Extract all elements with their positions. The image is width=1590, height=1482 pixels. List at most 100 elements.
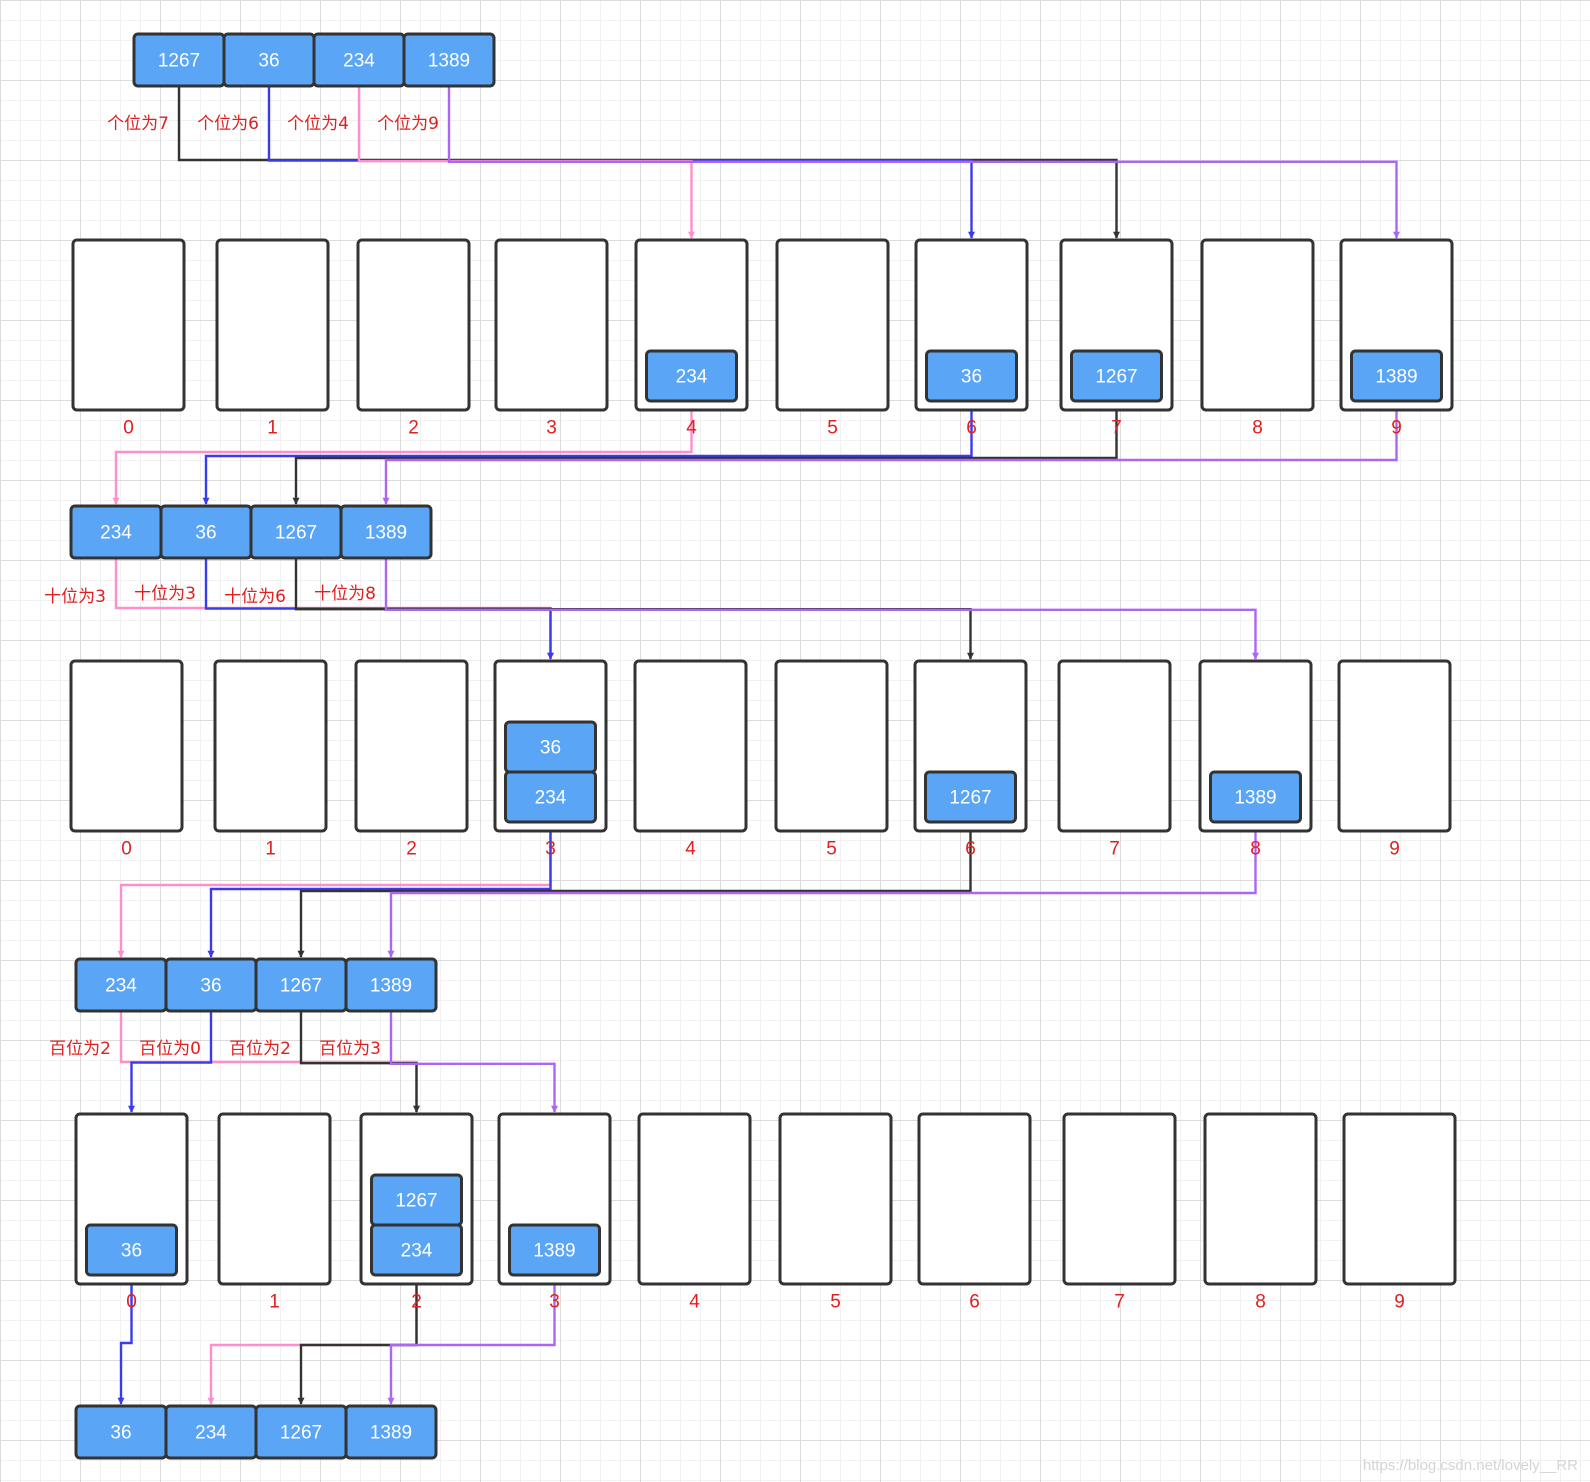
bucket-index-label: 3 bbox=[546, 418, 557, 439]
distribution-arrow bbox=[384, 558, 1259, 660]
array-cell bbox=[339, 504, 433, 560]
bucket-0 bbox=[69, 659, 184, 833]
bucket-1 bbox=[217, 1112, 332, 1286]
digit-label: 个位为7 bbox=[107, 114, 169, 134]
bucket-index-label: 2 bbox=[406, 839, 417, 860]
bucket-4 bbox=[633, 659, 748, 833]
bucket-index-label: 1 bbox=[265, 839, 276, 860]
bucket-4 bbox=[637, 1112, 752, 1286]
distribution-arrow bbox=[294, 558, 974, 660]
bucket-index-label: 4 bbox=[685, 839, 696, 860]
digit-label: 十位为3 bbox=[44, 587, 106, 607]
bucket-index-label: 2 bbox=[411, 1292, 422, 1313]
array-cell-value: 1389 bbox=[370, 1423, 412, 1444]
bucket-item bbox=[1209, 770, 1302, 824]
bucket-item bbox=[508, 1223, 601, 1277]
bucket-9 bbox=[1342, 1112, 1457, 1286]
bucket-0 bbox=[71, 238, 186, 412]
distribution-arrow bbox=[389, 1011, 558, 1113]
distribution-arrow bbox=[299, 1011, 420, 1113]
bucket-item-value: 234 bbox=[535, 788, 567, 809]
array-cell-value: 1267 bbox=[275, 523, 317, 544]
connector-lines bbox=[112, 86, 1400, 1405]
bucket-1 bbox=[213, 659, 328, 833]
collection-arrow bbox=[382, 403, 1398, 505]
bucket-index-label: 3 bbox=[545, 839, 556, 860]
bucket-index-label: 7 bbox=[1114, 1292, 1125, 1313]
digit-label: 个位为9 bbox=[377, 114, 439, 134]
array-cell-value: 234 bbox=[343, 51, 375, 72]
bucket-index-label: 2 bbox=[408, 418, 419, 439]
array-cell-value: 1389 bbox=[428, 51, 470, 72]
bucket-index-label: 9 bbox=[1391, 418, 1402, 439]
bucket-8 bbox=[1203, 1112, 1318, 1286]
bucket-item-value: 234 bbox=[401, 1241, 433, 1262]
bucket-index-label: 0 bbox=[123, 418, 134, 439]
bucket-item-value: 1389 bbox=[1234, 788, 1276, 809]
digit-label: 个位为6 bbox=[197, 114, 259, 134]
array-cell-value: 234 bbox=[195, 1423, 227, 1444]
bucket-item bbox=[1070, 349, 1163, 403]
bucket-index-label: 3 bbox=[549, 1292, 560, 1313]
bucket-index-label: 8 bbox=[1255, 1292, 1266, 1313]
bucket-index-label: 9 bbox=[1389, 839, 1400, 860]
digit-label: 百位为0 bbox=[139, 1039, 201, 1059]
bucket-index-label: 9 bbox=[1394, 1292, 1405, 1313]
array-cell-value: 36 bbox=[200, 976, 221, 997]
bucket-5 bbox=[778, 1112, 893, 1286]
array-cell-value: 36 bbox=[110, 1423, 131, 1444]
array-cell-value: 1267 bbox=[280, 976, 322, 997]
distribution-arrow bbox=[128, 1011, 213, 1113]
array-cell-value: 1267 bbox=[158, 51, 200, 72]
bucket-7 bbox=[1062, 1112, 1177, 1286]
bucket-2 bbox=[354, 659, 469, 833]
bucket-index-label: 6 bbox=[969, 1292, 980, 1313]
bucket-7 bbox=[1057, 659, 1172, 833]
distribution-arrow bbox=[447, 86, 1400, 239]
array-cell-value: 1267 bbox=[280, 1423, 322, 1444]
bucket-item-value: 1389 bbox=[1375, 367, 1417, 388]
bucket-3 bbox=[494, 238, 609, 412]
bucket-index-label: 8 bbox=[1250, 839, 1261, 860]
digit-label: 百位为2 bbox=[229, 1039, 291, 1059]
bucket-index-label: 4 bbox=[686, 418, 697, 439]
collection-arrow bbox=[292, 403, 1118, 505]
digit-label: 十位为3 bbox=[134, 584, 196, 604]
bucket-item-value: 36 bbox=[121, 1241, 142, 1262]
bucket-item bbox=[85, 1223, 178, 1277]
array-cell bbox=[344, 1404, 438, 1460]
bucket-index-label: 5 bbox=[826, 839, 837, 860]
bucket-item-value: 1267 bbox=[395, 1191, 437, 1212]
bucket-index-label: 5 bbox=[830, 1292, 841, 1313]
bucket-item-value: 36 bbox=[961, 367, 982, 388]
bucket-8 bbox=[1200, 238, 1315, 412]
digit-label: 十位为6 bbox=[224, 587, 286, 607]
collection-arrow bbox=[387, 1277, 556, 1405]
bucket-index-label: 6 bbox=[966, 418, 977, 439]
array-cell-value: 234 bbox=[105, 976, 137, 997]
array-cell bbox=[402, 32, 496, 88]
collection-arrow bbox=[207, 824, 552, 958]
bucket-2 bbox=[356, 238, 471, 412]
bucket-item-value: 1389 bbox=[533, 1241, 575, 1262]
bucket-index-label: 0 bbox=[121, 839, 132, 860]
digit-label: 个位为4 bbox=[287, 114, 349, 134]
collection-arrow bbox=[207, 1277, 418, 1405]
array-cell-value: 234 bbox=[100, 523, 132, 544]
bucket-9 bbox=[1337, 659, 1452, 833]
bucket-item bbox=[1350, 349, 1443, 403]
collection-arrow bbox=[112, 403, 693, 505]
bucket-item-value: 234 bbox=[676, 367, 708, 388]
array-cell bbox=[344, 957, 438, 1013]
array-cell-value: 36 bbox=[195, 523, 216, 544]
bucket-6 bbox=[917, 1112, 1032, 1286]
array-cell-value: 36 bbox=[258, 51, 279, 72]
bucket-index-label: 5 bbox=[827, 418, 838, 439]
digit-label: 十位为8 bbox=[314, 584, 376, 604]
bucket-5 bbox=[775, 238, 890, 412]
bucket-item-value: 1267 bbox=[949, 788, 991, 809]
collection-arrow bbox=[117, 1277, 133, 1405]
array-cell-value: 1389 bbox=[365, 523, 407, 544]
